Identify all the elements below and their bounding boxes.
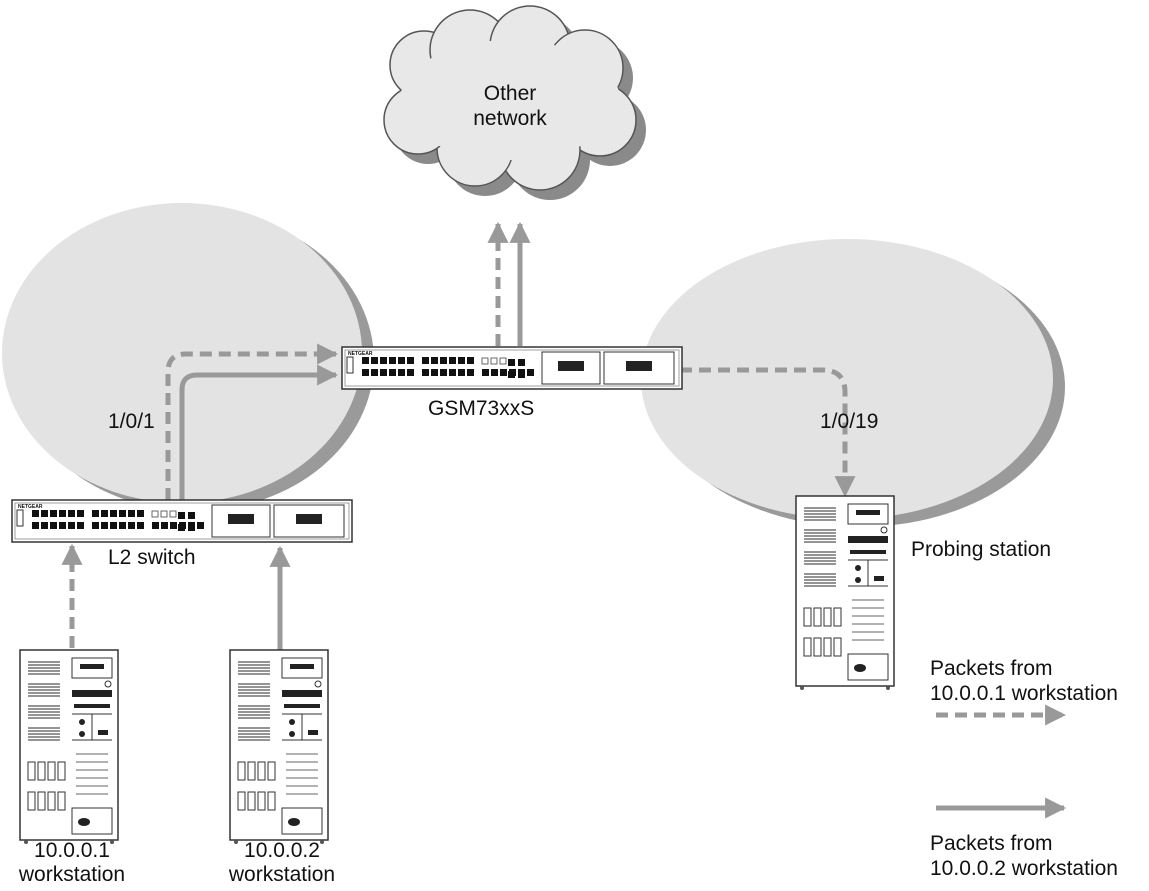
port-label-mirror: 1/0/19 <box>820 410 878 433</box>
legend-dashed-label-line2: 10.0.0.1 workstation <box>930 682 1118 705</box>
core-switch-brand: NETGEAR <box>348 351 373 357</box>
workstation-1-label-line2: workstation <box>18 863 125 886</box>
l2-switch-label: L2 switch <box>108 546 196 569</box>
dashed-arrow-l2-to-core <box>165 343 339 500</box>
port-label-uplink: 1/0/1 <box>108 410 155 433</box>
workstation-2-label-line2: workstation <box>228 863 335 886</box>
workstation-2-server <box>229 649 329 845</box>
workstation-1-label-line1: 10.0.0.1 <box>34 839 110 862</box>
workstation-2-label-line1: 10.0.0.2 <box>244 839 320 862</box>
cloud-label-line1: Other <box>484 82 537 105</box>
right-network-ellipse <box>641 239 1053 519</box>
probing-station-server <box>795 495 895 691</box>
probing-station-label: Probing station <box>911 538 1051 561</box>
solid-arrow-l2-to-core <box>179 364 339 500</box>
workstation-1-server <box>19 649 119 845</box>
legend-solid-label-line2: 10.0.0.2 workstation <box>930 857 1118 880</box>
l2-switch-brand: NETGEAR <box>18 504 43 510</box>
core-switch: NETGEAR <box>341 346 683 390</box>
cloud-label-line2: network <box>473 107 547 130</box>
core-switch-label: GSM73xxS <box>428 397 534 420</box>
other-network-cloud <box>383 5 646 200</box>
legend: Packets from 10.0.0.1 workstation Packet… <box>930 657 1118 880</box>
l2-switch: NETGEAR <box>11 499 353 543</box>
legend-dashed-label-line1: Packets from <box>930 657 1053 680</box>
legend-solid-label-line1: Packets from <box>930 832 1053 855</box>
dashed-arrow-core-to-probe <box>680 367 856 498</box>
